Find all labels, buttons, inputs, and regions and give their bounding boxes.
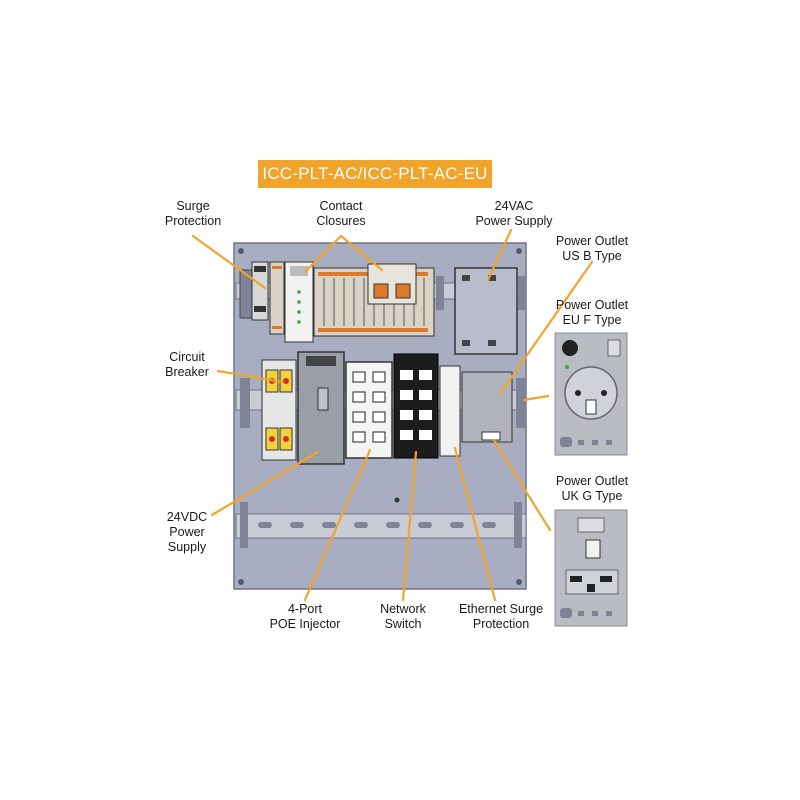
label-circuit-breaker: Circuit Breaker <box>165 350 209 379</box>
panel-power-outlet <box>461 371 513 443</box>
leader-surge-protection <box>191 234 267 290</box>
label-outlet-eu: Power Outlet EU F Type <box>555 298 629 327</box>
leader-circuit-breaker <box>216 369 284 384</box>
leader-outlet-uk <box>492 438 552 532</box>
ac-power-supply <box>454 267 518 355</box>
network-switch <box>393 353 439 459</box>
label-ethernet-surge: Ethernet Surge Protection <box>458 602 544 631</box>
leader-lines <box>191 228 594 602</box>
label-network-switch: Network Switch <box>380 602 426 631</box>
leader-dc-power-supply <box>210 450 320 517</box>
label-ac-power-supply: 24VAC Power Supply <box>475 199 553 228</box>
ethernet-surge-protection <box>439 365 461 457</box>
leader-contact-closures-right <box>339 234 384 272</box>
circuit-breakers <box>261 359 297 461</box>
leader-poe-injector <box>303 448 372 602</box>
poe-injector <box>345 361 393 459</box>
surge-protection-module <box>251 261 269 321</box>
label-outlet-us: Power Outlet US B Type <box>555 234 629 263</box>
title-banner: ICC-PLT-AC/ICC-PLT-AC-EU <box>258 160 492 188</box>
label-outlet-uk: Power Outlet UK G Type <box>555 474 629 503</box>
leader-ethernet-surge <box>453 446 497 602</box>
label-dc-power-supply: 24VDC Power Supply <box>166 510 208 554</box>
label-poe-injector: 4-Port POE Injector <box>269 602 341 631</box>
eu-outlet-detail <box>554 332 628 456</box>
leader-network-switch <box>401 450 418 602</box>
leader-outlet-eu <box>522 394 550 402</box>
leader-outlet-us <box>498 260 594 396</box>
label-contact-closures: Contact Closures <box>316 199 366 228</box>
contact-closure-module <box>284 261 314 343</box>
dc-power-supply <box>297 351 345 465</box>
leader-ac-power-supply <box>486 228 513 282</box>
leader-contact-closures-left <box>303 234 343 274</box>
uk-outlet-detail <box>554 509 628 627</box>
relays <box>367 263 417 305</box>
label-surge-protection: Surge Protection <box>164 199 222 228</box>
